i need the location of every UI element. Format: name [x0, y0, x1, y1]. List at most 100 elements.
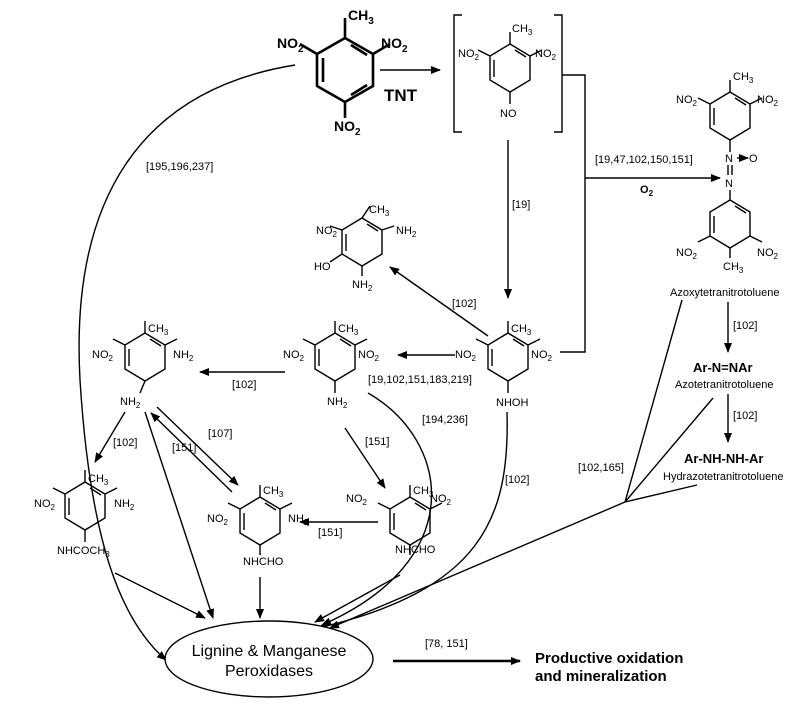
line-azoxy-converge [624, 299, 683, 503]
arrow-hydroxylamine-to-enzyme [317, 411, 508, 630]
arrow-formyl-to-diamino [150, 412, 233, 493]
formyl-right-no2-right: NO2 [430, 493, 452, 507]
ref-102-aminophenol: [102] [452, 298, 476, 310]
diamino-nh2-bottom: NH2 [120, 396, 141, 410]
acetyl-ch3: CH3 [88, 473, 109, 487]
acetyl-structure: CH3 NO2 NH2 NHCOCH3 [34, 470, 135, 559]
arrow-acetyl-to-enzyme [114, 572, 206, 619]
formyl-left-ch3: CH3 [263, 485, 284, 499]
product-line1: Productive oxidation [535, 650, 683, 667]
acetyl-no2: NO2 [34, 498, 56, 512]
azoxy-no2-bl: NO2 [676, 247, 698, 261]
arrow-tnt-to-enzyme [78, 64, 296, 661]
aminophenol-nh2-bottom: NH2 [352, 279, 373, 293]
hydroxylamine-no2-left: NO2 [455, 349, 477, 363]
formyl-left-structure: CH3 NO2 NH2 NHCHO [207, 485, 309, 568]
diamino-no2: NO2 [92, 349, 114, 363]
azoxy-structure: CH3 NO2 NO2 N O N NO2 NO2 CH3 [676, 71, 779, 275]
4adnt-no2-right: NO2 [358, 349, 380, 363]
formyl-left-nhcho: NHCHO [243, 556, 284, 568]
hydrazo-name: Hydrazotetranitrotoluene [663, 471, 783, 483]
arrow-4adnt-to-formyl [344, 427, 386, 489]
azoxy-n-top: N [725, 153, 733, 165]
nitroso-no2-left: NO2 [458, 48, 480, 62]
azoxy-n-bottom: N [725, 178, 733, 190]
4adnt-nh2: NH2 [327, 396, 348, 410]
arrow-diamino-to-formyl [156, 406, 239, 486]
hydrazo-formula: Ar-NH-NH-Ar [684, 451, 763, 466]
formyl-right-structure: CH3 NO2 NO2 NHCHO [346, 485, 452, 556]
ref-19-102: [19,102,151,183,219] [368, 374, 472, 386]
ref-19-47: [19,47,102,150,151] [595, 154, 693, 166]
enzyme-ellipse [164, 620, 374, 698]
diamino-structure: CH3 NO2 NH2 NH2 [92, 321, 194, 410]
ref-102-hydroxylamine: [102] [505, 474, 529, 486]
tnt-ch3: CH3 [348, 7, 374, 27]
nitroso-intermediate: CH3 NO2 NO2 NO [453, 14, 563, 133]
ref-151-formyl: [151] [365, 436, 389, 448]
arrow-formyl-right-to-enzyme [314, 574, 401, 623]
ref-102-acetyl: [102] [113, 437, 137, 449]
azoxy-ch3-top: CH3 [733, 71, 754, 85]
ref-102-165: [102,165] [578, 462, 624, 474]
ref-151-between: [151] [318, 527, 342, 539]
hydroxylamine-ch3: CH3 [511, 323, 532, 337]
ref-102-diamino: [102] [232, 379, 256, 391]
azoxy-ch3-bottom: CH3 [723, 261, 744, 275]
ref-195: [195,196,237] [146, 161, 213, 173]
4adnt-structure: CH3 NO2 NO2 NH2 [283, 321, 380, 410]
acetyl-nh2: NH2 [114, 498, 135, 512]
nitroso-no2-right: NO2 [535, 48, 557, 62]
hydroxylamine-no2-right: NO2 [531, 349, 553, 363]
tnt-no2-left: NO2 [277, 35, 304, 55]
arrow-diamino-to-enzyme [144, 411, 214, 619]
product-line2: and mineralization [535, 668, 667, 685]
acetyl-nhcoch3: NHCOCH3 [57, 545, 110, 559]
diamino-ch3: CH3 [148, 323, 169, 337]
formyl-right-no2-left: NO2 [346, 493, 368, 507]
arrow-to-acetyl [94, 411, 126, 463]
connector-nitroso-to-hydroxylamine [560, 74, 586, 353]
formyl-left-no2: NO2 [207, 513, 229, 527]
ref-19: [19] [512, 199, 530, 211]
hydroxylamine-structure: CH3 NO2 NO2 NHOH [455, 321, 553, 409]
arrow-4adnt-to-enzyme [321, 392, 433, 626]
ref-102-azoxy: [102] [733, 320, 757, 332]
arrow-azo-compounds-to-enzyme [329, 501, 626, 629]
tnt-no2-bottom: NO2 [334, 118, 361, 138]
ref-102-azo: [102] [733, 410, 757, 422]
line-azo-converge [624, 397, 714, 503]
tnt-structure: CH3 NO2 NO2 NO2 TNT [277, 7, 418, 138]
ref-78: [78, 151] [425, 638, 468, 650]
aminophenol-structure: CH3 NO2 NH2 HO NH2 [314, 204, 417, 293]
tnt-label: TNT [384, 86, 418, 105]
arrow-to-aminophenol [389, 266, 489, 337]
azoxy-o: O [749, 153, 758, 165]
enzyme-line1: Lignine & Manganese [192, 643, 347, 660]
ref-151-double: [151] [172, 442, 196, 454]
ref-194: [194,236] [422, 414, 468, 426]
azo-formula: Ar-N=NAr [693, 360, 753, 375]
azoxy-no2-br: NO2 [757, 247, 779, 261]
nitroso-ch3: CH3 [512, 23, 533, 37]
formyl-left-nh2: NH2 [288, 513, 309, 527]
hydroxylamine-nhoh: NHOH [496, 397, 528, 409]
tnt-no2-right: NO2 [381, 35, 408, 55]
4adnt-ch3: CH3 [338, 323, 359, 337]
ref-107: [107] [208, 428, 232, 440]
4adnt-no2-left: NO2 [283, 349, 305, 363]
o2-label: O2 [640, 184, 654, 198]
aminophenol-ho: HO [314, 261, 331, 273]
aminophenol-no2: NO2 [316, 225, 338, 239]
azoxy-no2-tl: NO2 [676, 94, 698, 108]
azoxy-no2-tr: NO2 [757, 94, 779, 108]
nitroso-no: NO [500, 108, 517, 120]
diamino-nh2-right: NH2 [173, 349, 194, 363]
azo-name: Azotetranitrotoluene [675, 379, 773, 391]
aminophenol-ch3: CH3 [369, 204, 390, 218]
aminophenol-nh2-right: NH2 [396, 225, 417, 239]
azoxy-name: Azoxytetranitrotoluene [670, 287, 779, 299]
line-hydrazo-converge [624, 484, 698, 503]
